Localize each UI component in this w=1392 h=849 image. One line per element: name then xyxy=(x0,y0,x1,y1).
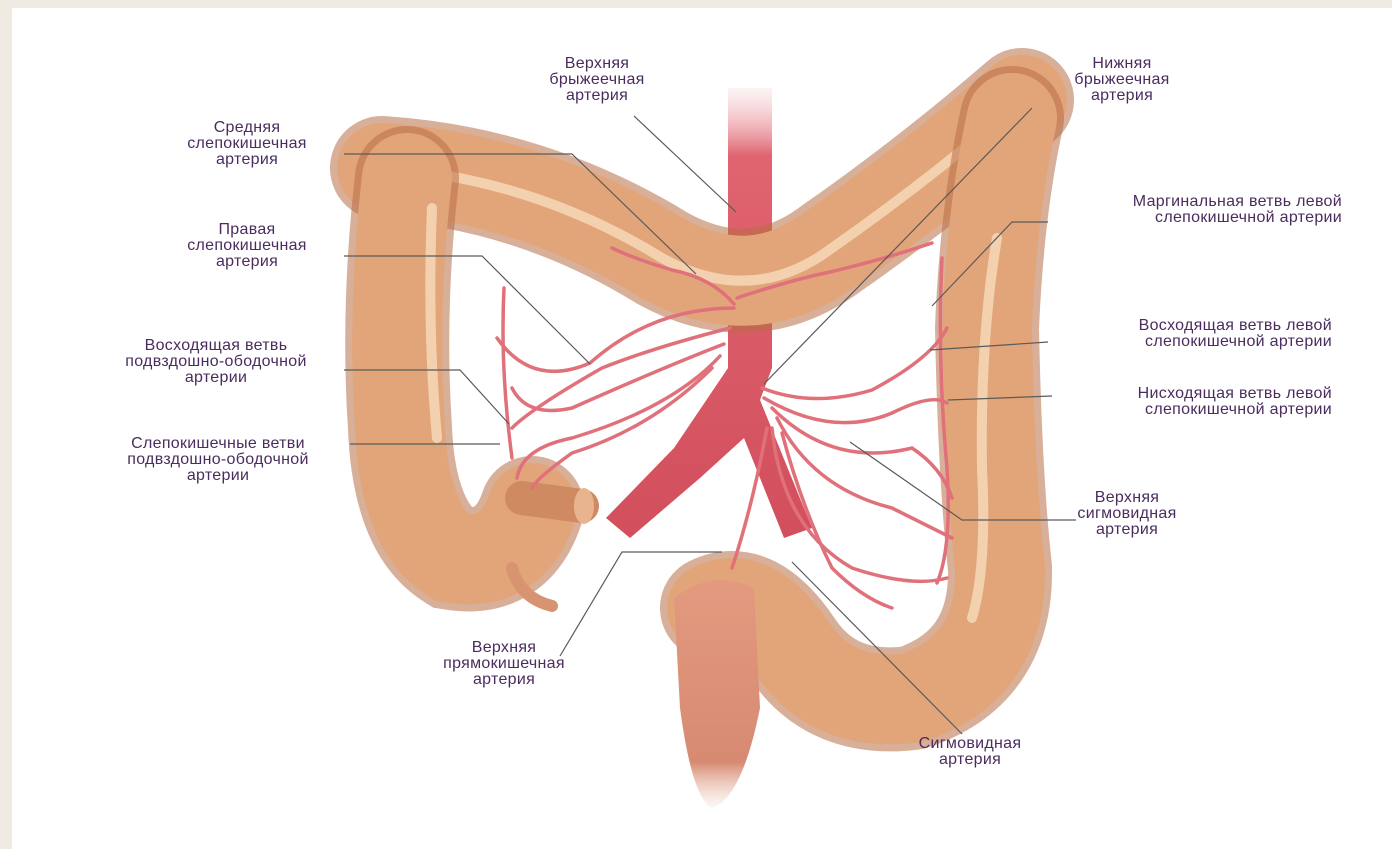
label-marginal-left-colic: Маргинальная ветвь левой слепокишечной а… xyxy=(1032,194,1342,226)
transverse-colon xyxy=(382,100,1022,281)
label-sigmoid-artery: Сигмовидная артерия xyxy=(880,736,1060,768)
label-ileocolic-ascending-branch: Восходящая ветвь подвздошно-ободочной ар… xyxy=(84,338,348,386)
label-right-colic-artery: Правая слепокишечная артерия xyxy=(152,222,342,270)
label-ileocolic-cecal-branches: Слепокишечные ветви подвздошно-ободочной… xyxy=(84,436,352,484)
diagram-canvas: Верхняя брыжеечная артерия Нижняя брыжее… xyxy=(12,8,1392,849)
label-left-colic-descending: Нисходящая ветвь левой слепокишечной арт… xyxy=(1032,386,1332,418)
rectum xyxy=(674,580,760,808)
label-superior-rectal-artery: Верхняя прямокишечная артерия xyxy=(404,640,604,688)
label-middle-colic-artery: Средняя слепокишечная артерия xyxy=(152,120,342,168)
label-left-colic-ascending: Восходящая ветвь левой слепокишечной арт… xyxy=(1032,318,1332,350)
label-inferior-mesenteric-artery: Нижняя брыжеечная артерия xyxy=(1022,56,1222,104)
label-superior-mesenteric-artery: Верхняя брыжеечная артерия xyxy=(502,56,692,104)
label-superior-sigmoid-artery: Верхняя сигмовидная артерия xyxy=(1042,490,1212,538)
